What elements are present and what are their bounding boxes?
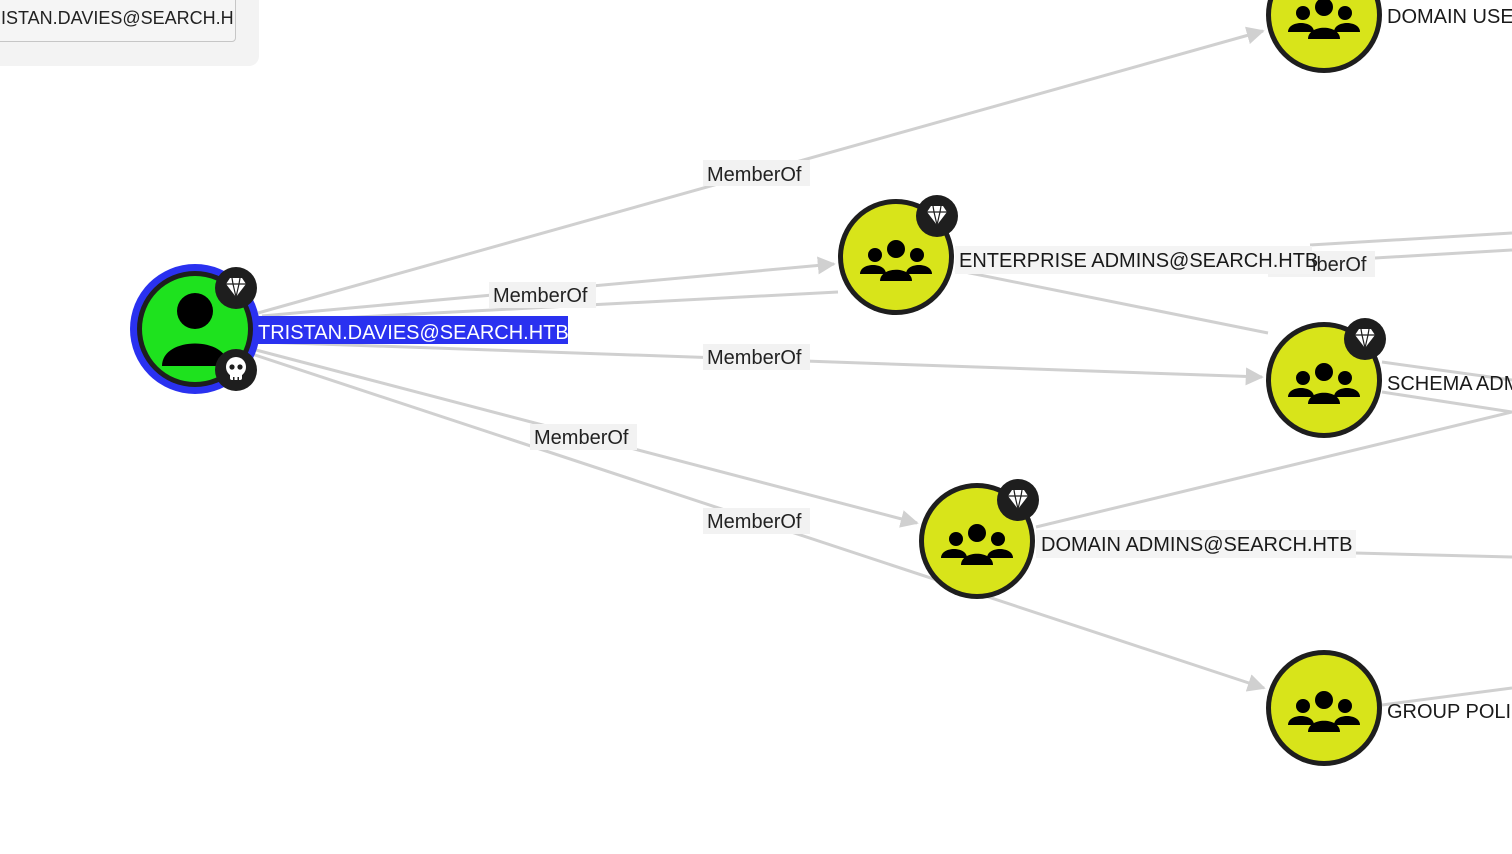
search-input[interactable] (0, 0, 233, 41)
node-enterprise-admins[interactable]: ENTERPRISE ADMINS@SEARCH.HTB (838, 194, 1318, 315)
gem-icon (996, 478, 1040, 522)
gem-icon (1343, 317, 1387, 361)
edge-label-text: MemberOf (707, 164, 802, 186)
node-label-highlight (256, 316, 568, 344)
edge-label-1: MemberOf (703, 160, 810, 186)
edge-label-4: MemberOf (530, 424, 637, 450)
node-domain-admins[interactable]: DOMAIN ADMINS@SEARCH.HTB (919, 478, 1356, 599)
edge-enterprise-offscreen-2[interactable] (1374, 248, 1512, 260)
node-label-domain-users: DOMAIN USERS@SEARCH.HTB (1387, 6, 1512, 28)
search-field[interactable] (0, 0, 236, 42)
edge-label-5: MemberOf (703, 508, 810, 534)
edge-label-text: MemberOf (707, 511, 802, 533)
user-icon (162, 293, 228, 366)
edge-group-policy-offscreen[interactable] (1381, 686, 1512, 707)
node-label-domain-admins: DOMAIN ADMINS@SEARCH.HTB (1041, 534, 1352, 556)
edge-domain-admins-offscreen[interactable] (1354, 551, 1512, 559)
search-panel (0, 0, 259, 66)
node-label-enterprise-admins: ENTERPRISE ADMINS@SEARCH.HTB (959, 250, 1318, 272)
edge-enterprise-offscreen-1[interactable] (1309, 231, 1512, 247)
node-label-group-policy: GROUP POLICY CREATOR OWNERS@SEARCH.HTB (1387, 701, 1512, 723)
edge-schema-offscreen-1[interactable] (1381, 360, 1512, 382)
node-group-policy[interactable]: GROUP POLICY CREATOR OWNERS@SEARCH.HTB (1266, 650, 1512, 766)
edge-label-2: MemberOf (489, 282, 596, 308)
node-user[interactable]: TRISTAN.DAVIES@SEARCH.HTB (130, 264, 569, 394)
edge-label-3: MemberOf (703, 344, 810, 370)
edge-label-text: MemberOf (493, 285, 588, 307)
edge-label-text: MemberOf (534, 427, 629, 449)
node-domain-users[interactable]: DOMAIN USERS@SEARCH.HTB (1266, 0, 1512, 73)
node-schema-admins[interactable]: SCHEMA ADMINS@SEARCH.HTB (1266, 317, 1512, 438)
edge-enterprise-schema[interactable] (954, 268, 1269, 335)
skull-icon (215, 349, 257, 391)
edge-label-text: MemberOf (707, 347, 802, 369)
node-label-user: TRISTAN.DAVIES@SEARCH.HTB (258, 322, 569, 344)
gem-icon (915, 194, 959, 238)
edge-schema-offscreen-2[interactable] (1381, 390, 1512, 414)
edge-domain-admins-schema[interactable] (1035, 410, 1512, 529)
gem-icon (214, 266, 258, 310)
node-label-schema-admins: SCHEMA ADMINS@SEARCH.HTB (1387, 373, 1512, 395)
